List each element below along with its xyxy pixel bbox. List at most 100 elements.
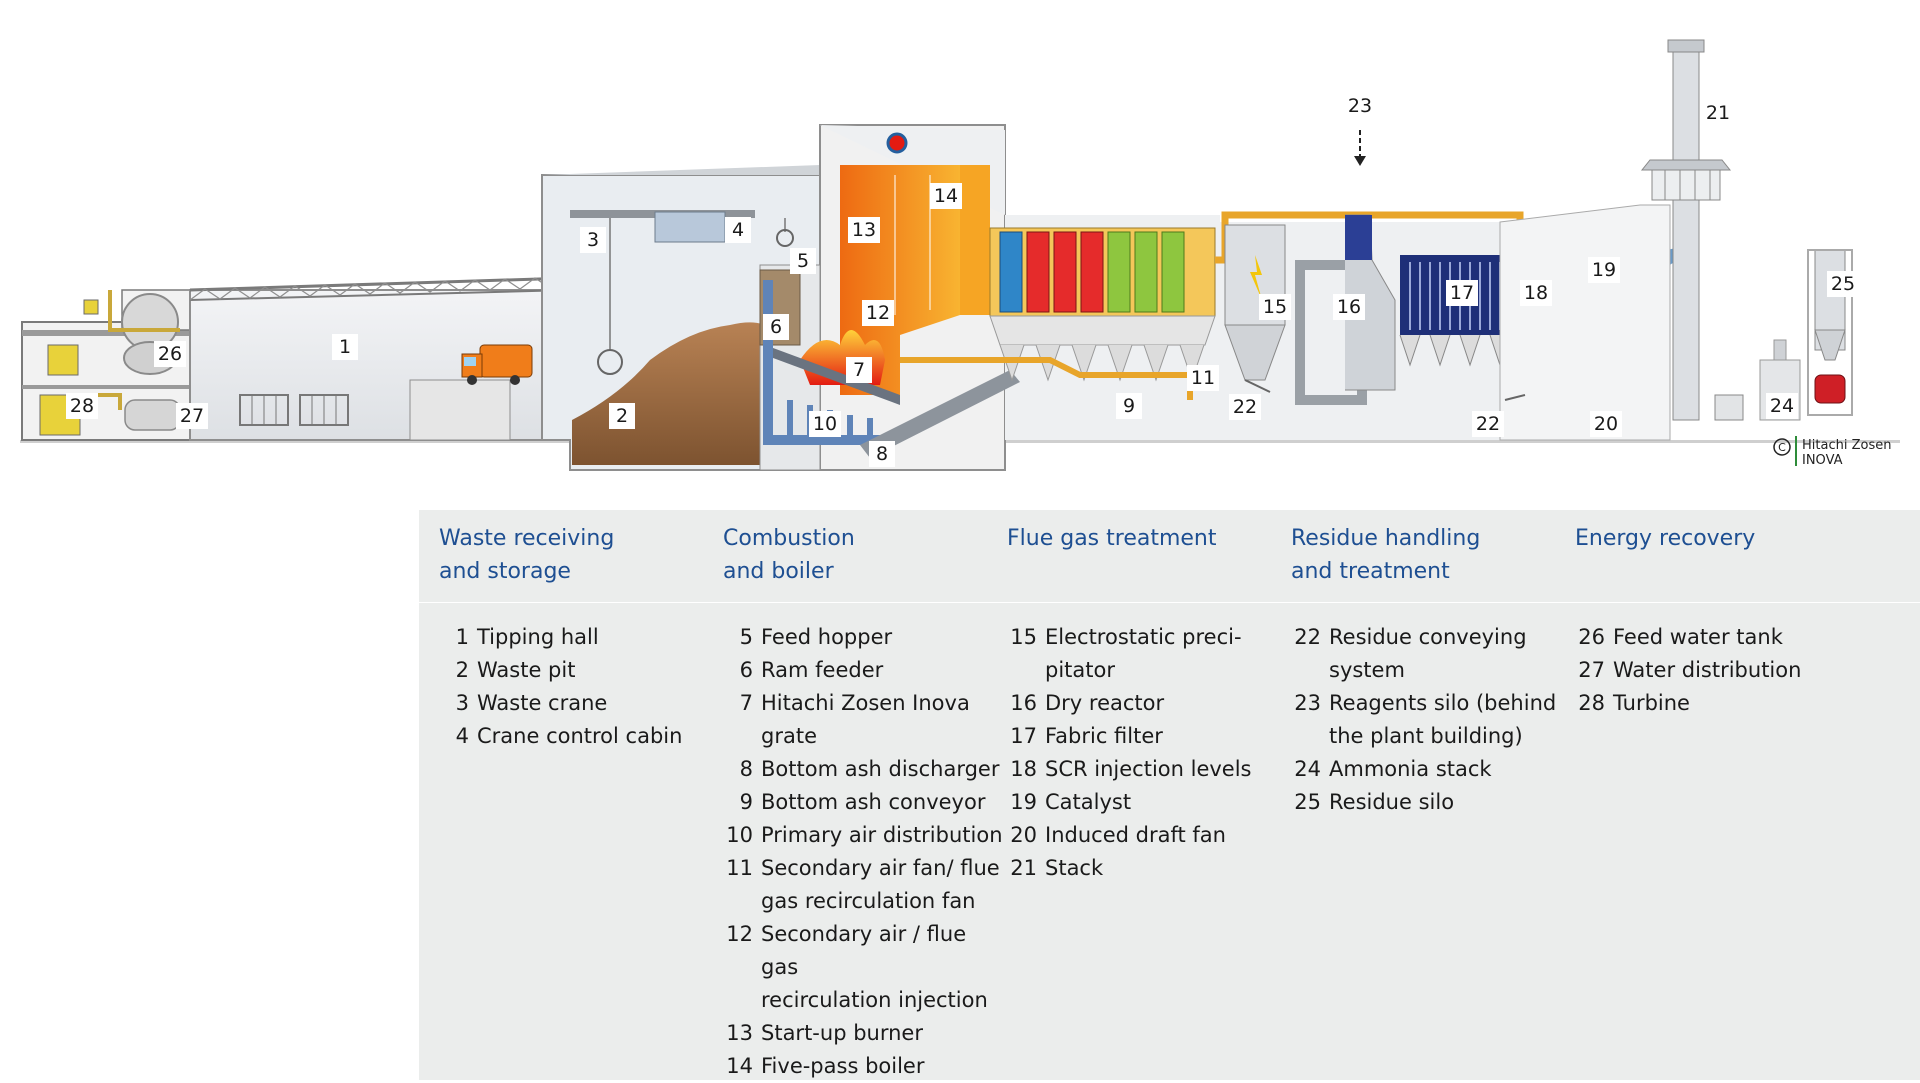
callout-3: 3 xyxy=(580,227,606,253)
callout-5: 5 xyxy=(790,248,816,274)
callout-13: 13 xyxy=(848,217,880,243)
plant-cross-section-diagram: 1 2 3 4 5 6 7 8 9 10 11 12 13 14 15 16 1… xyxy=(20,39,1900,471)
callout-18: 18 xyxy=(1520,280,1552,306)
callout-22-right: 22 xyxy=(1472,411,1504,437)
callout-20: 20 xyxy=(1590,411,1622,437)
svg-text:15: 15 xyxy=(1263,296,1287,318)
svg-text:7: 7 xyxy=(853,359,865,381)
callout-27: 27 xyxy=(176,403,208,429)
svg-text:24: 24 xyxy=(1770,395,1794,417)
copyright-line-2: INOVA xyxy=(1802,453,1843,468)
svg-text:C: C xyxy=(1778,441,1786,454)
svg-text:16: 16 xyxy=(1337,296,1361,318)
callout-7: 7 xyxy=(846,357,872,383)
svg-text:21: 21 xyxy=(1706,102,1730,124)
callout-24: 24 xyxy=(1766,393,1798,419)
callout-8: 8 xyxy=(869,441,895,467)
callout-25: 25 xyxy=(1827,271,1859,297)
callout-2: 2 xyxy=(609,403,635,429)
svg-text:10: 10 xyxy=(813,413,837,435)
waste-bunker xyxy=(541,165,821,471)
convection-pass xyxy=(989,227,1216,382)
svg-text:25: 25 xyxy=(1831,273,1855,295)
svg-text:2: 2 xyxy=(616,405,628,427)
legend-column-title: Residue handling and treatment xyxy=(1291,526,1481,584)
callout-16: 16 xyxy=(1333,294,1365,320)
svg-text:26: 26 xyxy=(158,343,182,365)
copyright-line-1: Hitachi Zosen xyxy=(1802,438,1891,453)
svg-text:3: 3 xyxy=(587,229,599,251)
copyright-mark: C Hitachi Zosen INOVA xyxy=(1773,436,1891,468)
callout-9: 9 xyxy=(1116,393,1142,419)
svg-text:23: 23 xyxy=(1348,95,1372,117)
callout-22-left: 22 xyxy=(1229,394,1261,420)
svg-text:14: 14 xyxy=(934,185,958,207)
svg-text:22: 22 xyxy=(1476,413,1500,435)
callout-17: 17 xyxy=(1446,280,1478,306)
legend-column-title: Energy recovery xyxy=(1575,526,1756,551)
svg-text:19: 19 xyxy=(1592,259,1616,281)
svg-text:11: 11 xyxy=(1191,367,1215,389)
svg-text:12: 12 xyxy=(866,302,890,324)
svg-text:1: 1 xyxy=(339,336,351,358)
residue-conveyor-left xyxy=(1244,379,1271,393)
svg-text:9: 9 xyxy=(1123,395,1135,417)
callout-10: 10 xyxy=(809,411,841,437)
svg-text:27: 27 xyxy=(180,405,204,427)
callout-26: 26 xyxy=(154,341,186,367)
legend-column-title: Flue gas treatment xyxy=(1007,526,1217,551)
callout-11: 11 xyxy=(1187,365,1219,391)
svg-text:20: 20 xyxy=(1594,413,1618,435)
callout-1: 1 xyxy=(332,334,358,360)
svg-text:4: 4 xyxy=(732,219,744,241)
callout-6: 6 xyxy=(763,314,789,340)
svg-text:28: 28 xyxy=(70,395,94,417)
svg-text:17: 17 xyxy=(1450,282,1474,304)
svg-text:6: 6 xyxy=(770,316,782,338)
legend-column-title: Waste receiving and storage xyxy=(439,526,615,584)
waste-pile xyxy=(572,322,772,465)
callout-14: 14 xyxy=(930,183,962,209)
callout-28: 28 xyxy=(66,393,98,419)
svg-text:18: 18 xyxy=(1524,282,1548,304)
legend-column-title: Combustion and boiler xyxy=(723,526,855,584)
annex-building xyxy=(1499,204,1671,441)
callout-12: 12 xyxy=(862,300,894,326)
callout-19: 19 xyxy=(1588,257,1620,283)
garbage-truck xyxy=(461,344,533,385)
svg-text:5: 5 xyxy=(797,250,809,272)
residue-conveyor-right xyxy=(1504,394,1526,401)
svg-text:8: 8 xyxy=(876,443,888,465)
callout-4: 4 xyxy=(725,217,751,243)
dry-reactor xyxy=(1295,214,1396,405)
boiler-drum xyxy=(886,132,908,154)
stack xyxy=(1640,39,1744,421)
callout-23: 23 xyxy=(1344,93,1376,119)
